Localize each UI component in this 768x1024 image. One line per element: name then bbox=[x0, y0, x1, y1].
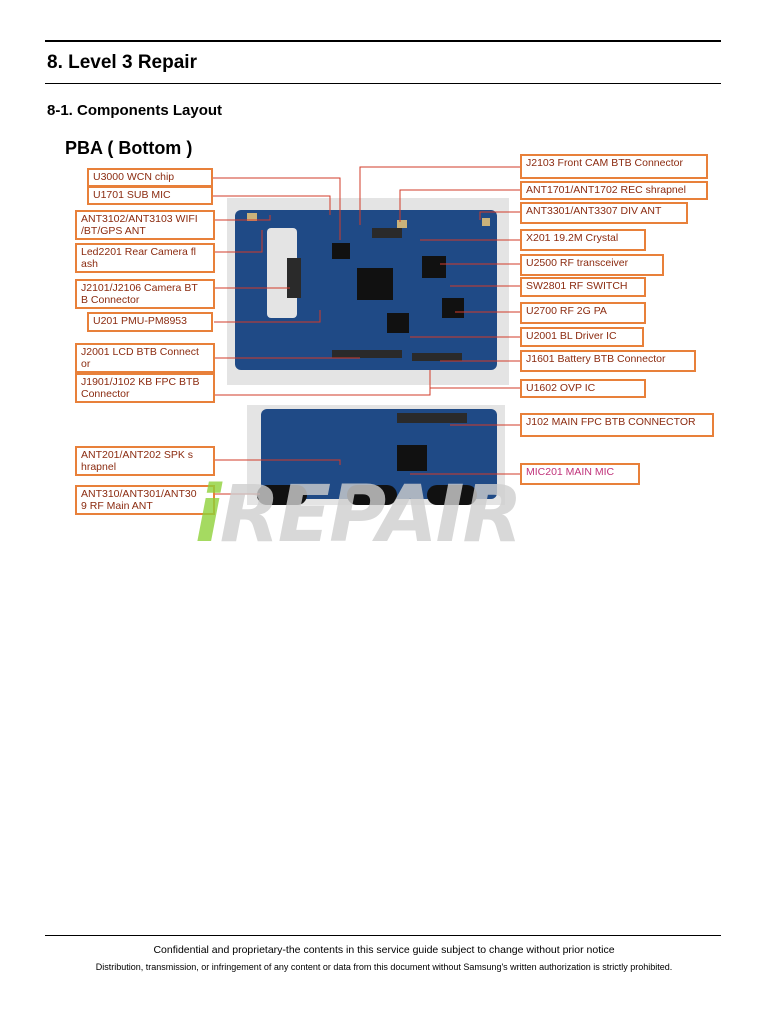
callout-mic201: MIC201 MAIN MIC bbox=[520, 463, 640, 485]
leader-j1901 bbox=[214, 370, 431, 396]
sub-pcb bbox=[261, 409, 497, 499]
speaker-contact-left bbox=[257, 485, 307, 505]
camera-connector bbox=[287, 258, 301, 298]
callout-j1901: J1901/J102 KB FPC BTB Connector bbox=[75, 373, 215, 403]
callout-ant3102: ANT3102/ANT3103 WIFI /BT/GPS ANT bbox=[75, 210, 215, 240]
callout-j2101: J2101/J2106 Camera BT B Connector bbox=[75, 279, 215, 309]
leader-j2103 bbox=[359, 166, 520, 225]
title-underline bbox=[45, 83, 721, 84]
irepair-watermark: iREPAIR bbox=[195, 470, 523, 560]
callout-led2201: Led2201 Rear Camera fl ash bbox=[75, 243, 215, 273]
callout-u2700: U2700 RF 2G PA bbox=[520, 302, 646, 324]
speaker-contact-right bbox=[427, 485, 477, 505]
callout-j1601: J1601 Battery BTB Connector bbox=[520, 350, 696, 372]
front-cam-connector bbox=[372, 228, 402, 238]
battery-connector bbox=[412, 353, 462, 361]
pmu-chip bbox=[387, 313, 409, 333]
leader-ant3301 bbox=[479, 211, 520, 220]
rf-pa-chip bbox=[442, 298, 464, 318]
callout-ant1701: ANT1701/ANT1702 REC shrapnel bbox=[520, 181, 708, 200]
callout-u1602: U1602 OVP IC bbox=[520, 379, 646, 398]
callout-ant201: ANT201/ANT202 SPK s hrapnel bbox=[75, 446, 215, 476]
leader-u1701 bbox=[212, 195, 331, 215]
callout-u3000: U3000 WCN chip bbox=[87, 168, 213, 187]
leader-ant1701 bbox=[399, 189, 520, 222]
callout-j2103: J2103 Front CAM BTB Connector bbox=[520, 154, 708, 179]
wcn-chip bbox=[332, 243, 350, 259]
callout-u201: U201 PMU-PM8953 bbox=[87, 312, 213, 332]
callout-sw2801: SW2801 RF SWITCH bbox=[520, 277, 646, 297]
leader-led2201 bbox=[214, 230, 263, 253]
sub-board-photo bbox=[247, 405, 505, 505]
callout-j2001: J2001 LCD BTB Connect or bbox=[75, 343, 215, 373]
callout-u1701: U1701 SUB MIC bbox=[87, 186, 213, 205]
callout-ant3301: ANT3301/ANT3307 DIV ANT bbox=[520, 202, 688, 224]
shrapnel-contact-2 bbox=[247, 213, 257, 221]
speaker-contact-mid bbox=[347, 485, 397, 505]
main-mic bbox=[397, 445, 427, 471]
top-rule bbox=[45, 40, 721, 42]
leader-u201 bbox=[214, 310, 321, 323]
lcd-connector bbox=[332, 350, 402, 358]
rf-transceiver-chip bbox=[422, 256, 446, 278]
footer-confidential-notice: Confidential and proprietary-the content… bbox=[153, 944, 615, 956]
soc-chip bbox=[357, 268, 393, 300]
page-title: 8. Level 3 Repair bbox=[47, 52, 197, 73]
shrapnel-contact-3 bbox=[482, 218, 490, 226]
callout-u2500: U2500 RF transceiver bbox=[520, 254, 664, 276]
leader-ant3102 bbox=[214, 215, 271, 221]
callout-j102: J102 MAIN FPC BTB CONNECTOR bbox=[520, 413, 714, 437]
main-fpc-connector bbox=[397, 413, 467, 423]
callout-x201: X201 19.2M Crystal bbox=[520, 229, 646, 251]
footer-rule bbox=[45, 935, 721, 936]
main-board-photo bbox=[227, 198, 509, 385]
shrapnel-contact bbox=[397, 220, 407, 228]
leader-ant201 bbox=[214, 459, 341, 465]
callout-ant310: ANT310/ANT301/ANT30 9 RF Main ANT bbox=[75, 485, 215, 515]
footer-distribution-notice: Distribution, transmission, or infringem… bbox=[95, 962, 673, 972]
section-subtitle: 8-1. Components Layout bbox=[47, 102, 223, 119]
figure-title: PBA ( Bottom ) bbox=[65, 138, 193, 158]
leader-u3000 bbox=[212, 177, 341, 240]
callout-u2001: U2001 BL Driver IC bbox=[520, 327, 644, 347]
